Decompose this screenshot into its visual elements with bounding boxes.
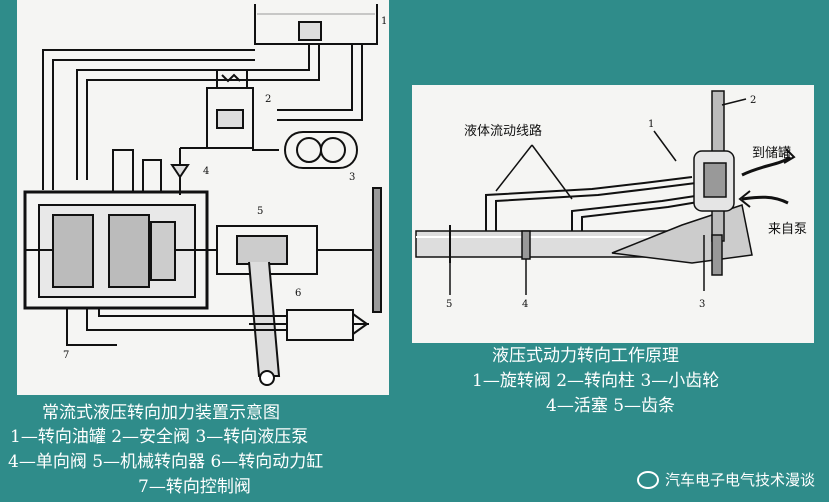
right-caption-title: 液压式动力转向工作原理 (492, 346, 679, 366)
reservoir-filter (298, 21, 322, 41)
piston (521, 230, 531, 260)
rack-pinion-diagram: 液体流动线路 到储罐 来自泵 1 2 3 4 5 (412, 85, 814, 343)
right-caption-line-1: 1—旋转阀 2—转向柱 3—小齿轮 (472, 371, 720, 391)
left-caption-title: 常流式液压转向加力装置示意图 (42, 403, 280, 423)
reservoir-outline (254, 4, 378, 45)
flow-path-label: 液体流动线路 (464, 123, 542, 139)
rack-schematic: 液体流动线路 到储罐 来自泵 1 2 3 4 5 (415, 90, 807, 310)
label-1: 1 (381, 16, 387, 27)
wechat-icon (636, 470, 659, 489)
label-4: 4 (203, 166, 209, 177)
right-caption-line-2: 4—活塞 5—齿条 (546, 396, 676, 416)
label-2: 2 (265, 94, 271, 105)
label-7: 7 (63, 350, 69, 361)
left-caption-line-3: 7—转向控制阀 (138, 477, 251, 497)
from-pump-label: 来自泵 (768, 222, 807, 237)
label-r1: 1 (648, 119, 654, 130)
left-caption-line-2: 4—单向阀 5—机械转向器 6—转向动力缸 (8, 452, 324, 472)
pump-gear-a (296, 137, 322, 163)
left-caption-line-1: 1—转向油罐 2—安全阀 3—转向液压泵 (10, 427, 309, 447)
label-r3: 3 (699, 299, 705, 310)
watermark-text: 汽车电子电气技术漫谈 (664, 471, 815, 489)
hydraulic-system-diagram: 1 2 3 4 5 6 7 (17, 0, 389, 395)
label-r2: 2 (750, 95, 756, 106)
label-6: 6 (295, 288, 301, 299)
label-r5: 5 (446, 299, 452, 310)
pinion (711, 234, 723, 276)
system-schematic: 1 2 3 4 5 6 7 (23, 4, 387, 386)
power-cylinder (286, 309, 354, 341)
pump-gear-b (320, 137, 346, 163)
to-reservoir-label: 到储罐 (752, 146, 791, 161)
label-3: 3 (349, 172, 355, 183)
watermark: 汽车电子电气技术漫谈 (636, 469, 815, 490)
label-r4: 4 (522, 299, 528, 310)
label-5: 5 (257, 206, 263, 217)
steering-wheel (372, 187, 382, 313)
